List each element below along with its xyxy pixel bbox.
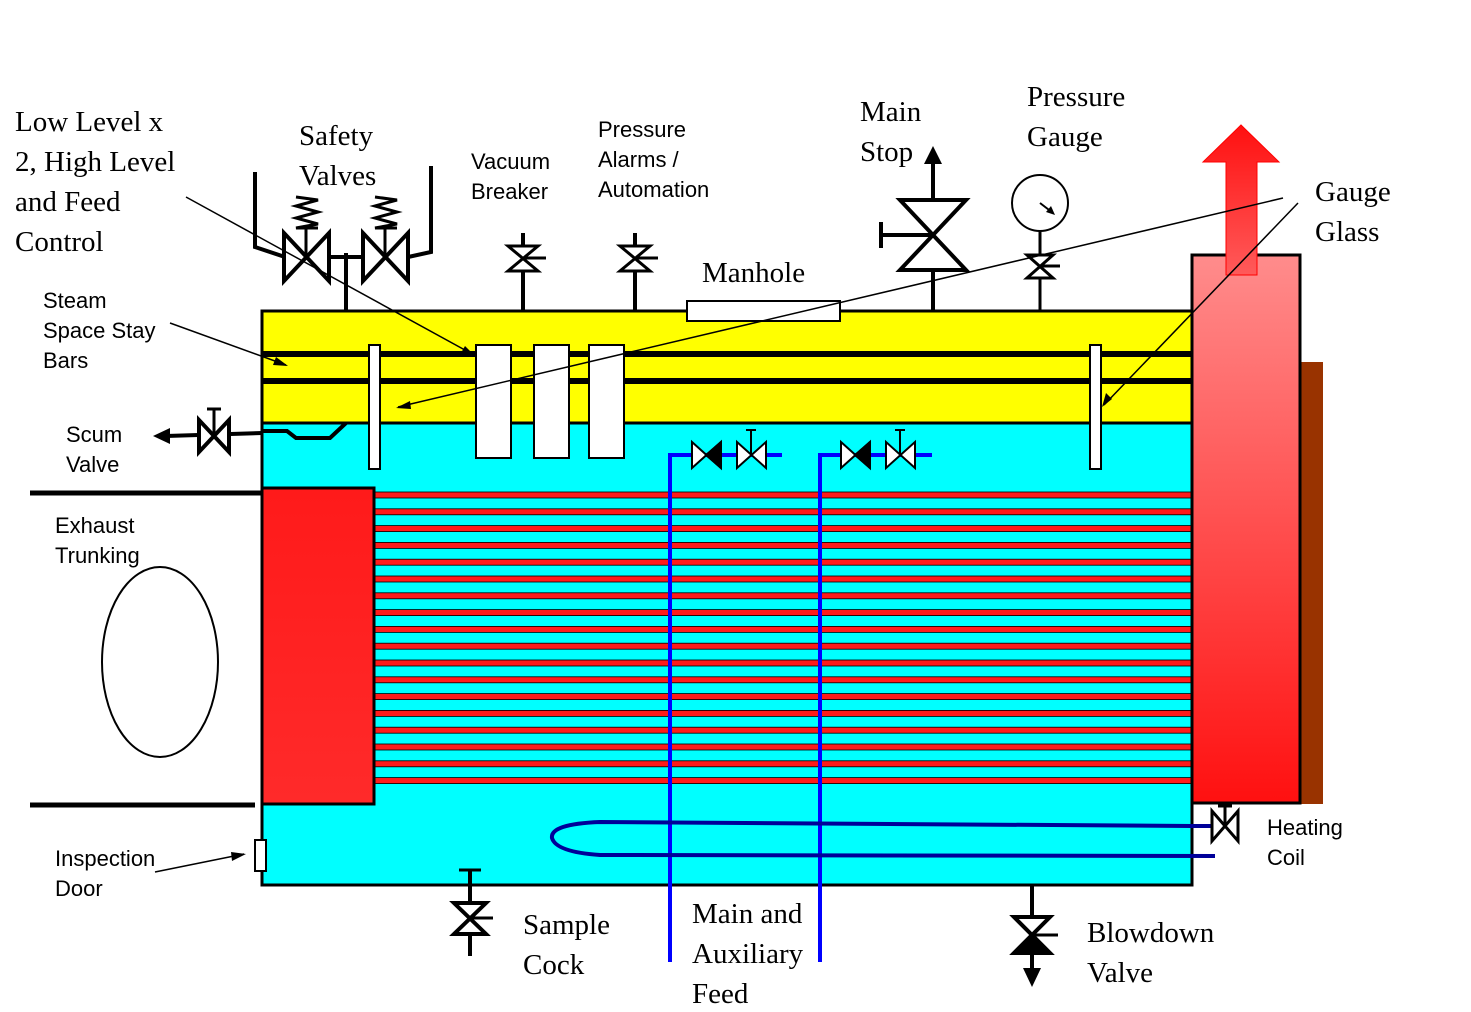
level-control-3 [588, 344, 625, 459]
feed-check-valves [691, 429, 916, 471]
main-stop-valve [879, 146, 971, 311]
smoke-tube [373, 575, 1193, 583]
label-pressure-gauge: Pressure Gauge [1027, 81, 1125, 153]
svg-text:Steam: Steam [43, 288, 107, 313]
svg-text:Coil: Coil [1267, 845, 1305, 870]
label-vacuum-breaker: Vacuum Breaker [471, 149, 550, 204]
label-manhole: Manhole [702, 257, 805, 289]
level-control-1 [475, 344, 512, 459]
vacuum-breaker-valve [503, 233, 546, 311]
uptake [1190, 253, 1302, 805]
svg-text:Safety: Safety [299, 120, 374, 152]
heating-coil [550, 819, 1216, 858]
svg-text:Valve: Valve [66, 452, 119, 477]
pressure-alarm-valve [615, 233, 658, 311]
label-low-level: Low Level x 2, High Level and Feed Contr… [15, 106, 175, 258]
svg-text:Alarms /: Alarms / [598, 147, 680, 172]
svg-text:Blowdown: Blowdown [1087, 917, 1215, 949]
svg-text:Bars: Bars [43, 348, 88, 373]
leader-lines [154, 196, 1299, 873]
smoke-tube [373, 777, 1193, 784]
svg-text:Exhaust: Exhaust [55, 513, 135, 538]
smoke-tube [373, 558, 1193, 566]
smoke-tube [373, 609, 1193, 616]
blowdown-valve [1009, 885, 1058, 987]
pressure-gauge [1011, 174, 1069, 311]
svg-text:Sample: Sample [523, 909, 610, 941]
smoke-tube [373, 592, 1193, 600]
label-sample-cock: Sample Cock [523, 909, 610, 981]
svg-text:Gauge: Gauge [1315, 176, 1391, 208]
svg-text:Stop: Stop [860, 136, 913, 168]
heating-coil-valve [1210, 804, 1240, 846]
smoke-tube [373, 743, 1193, 751]
svg-text:Automation: Automation [598, 177, 709, 202]
svg-text:Pressure: Pressure [598, 117, 686, 142]
svg-text:and Feed: and Feed [15, 186, 121, 218]
leader-arrowheads [231, 346, 1112, 861]
smoke-tube [373, 760, 1193, 768]
svg-text:Scum: Scum [66, 422, 122, 447]
smoke-tube [373, 542, 1193, 549]
svg-text:Cock: Cock [523, 949, 585, 981]
label-gauge-glass: Gauge Glass [1315, 176, 1391, 248]
svg-text:Auxiliary: Auxiliary [692, 938, 804, 970]
svg-text:Heating: Heating [1267, 815, 1343, 840]
label-blowdown-valve: Blowdown Valve [1087, 917, 1215, 989]
gauge-glass-right [1089, 344, 1102, 470]
exhaust-arrow [1201, 124, 1281, 276]
smoke-tube [373, 659, 1193, 667]
svg-text:Control: Control [15, 226, 104, 258]
svg-text:Main: Main [860, 96, 922, 128]
smoke-tube [373, 726, 1193, 734]
svg-text:Space Stay: Space Stay [43, 318, 156, 343]
smoke-tube [373, 626, 1193, 633]
label-pressure-alarms: Pressure Alarms / Automation [598, 117, 709, 202]
exhaust-trunking [30, 490, 262, 808]
smoke-tube [373, 642, 1193, 650]
manhole [686, 300, 841, 322]
label-steam-space-stay-bars: Steam Space Stay Bars [43, 288, 156, 373]
combustion-chamber [260, 486, 376, 806]
smoke-tube [373, 525, 1193, 532]
inspection-door [254, 839, 267, 872]
gauge-glass-left [368, 344, 381, 470]
label-scum-valve: Scum Valve [66, 422, 122, 477]
svg-text:Vacuum: Vacuum [471, 149, 550, 174]
svg-text:Trunking: Trunking [55, 543, 140, 568]
svg-text:Low Level x: Low Level x [15, 106, 164, 138]
sample-cock [449, 868, 493, 956]
smoke-tube [373, 710, 1193, 717]
label-safety-valves: Safety Valves [299, 120, 376, 192]
svg-text:Inspection: Inspection [55, 846, 155, 871]
smoke-tube [373, 508, 1193, 516]
smoke-tube [373, 491, 1193, 499]
svg-text:2, High Level: 2, High Level [15, 146, 175, 178]
svg-text:Gauge: Gauge [1027, 121, 1103, 153]
svg-text:Door: Door [55, 876, 103, 901]
svg-text:Feed: Feed [692, 978, 749, 1010]
scum-valve [153, 407, 348, 458]
svg-text:Main and: Main and [692, 898, 803, 930]
smoke-tube [373, 693, 1193, 700]
label-main-stop: Main Stop [860, 96, 922, 168]
svg-text:Valves: Valves [299, 160, 376, 192]
svg-text:Glass: Glass [1315, 216, 1379, 248]
label-exhaust-trunking: Exhaust Trunking [55, 513, 140, 568]
level-control-2 [533, 344, 570, 459]
svg-text:Breaker: Breaker [471, 179, 548, 204]
casing [1300, 362, 1323, 804]
label-heating-coil: Heating Coil [1267, 815, 1343, 870]
svg-text:Pressure: Pressure [1027, 81, 1125, 113]
svg-text:Valve: Valve [1087, 957, 1153, 989]
label-inspection-door: Inspection Door [55, 846, 155, 901]
label-main-aux-feed: Main and Auxiliary Feed [692, 898, 804, 1010]
smoke-tubes [373, 491, 1193, 784]
smoke-tube [373, 676, 1193, 684]
